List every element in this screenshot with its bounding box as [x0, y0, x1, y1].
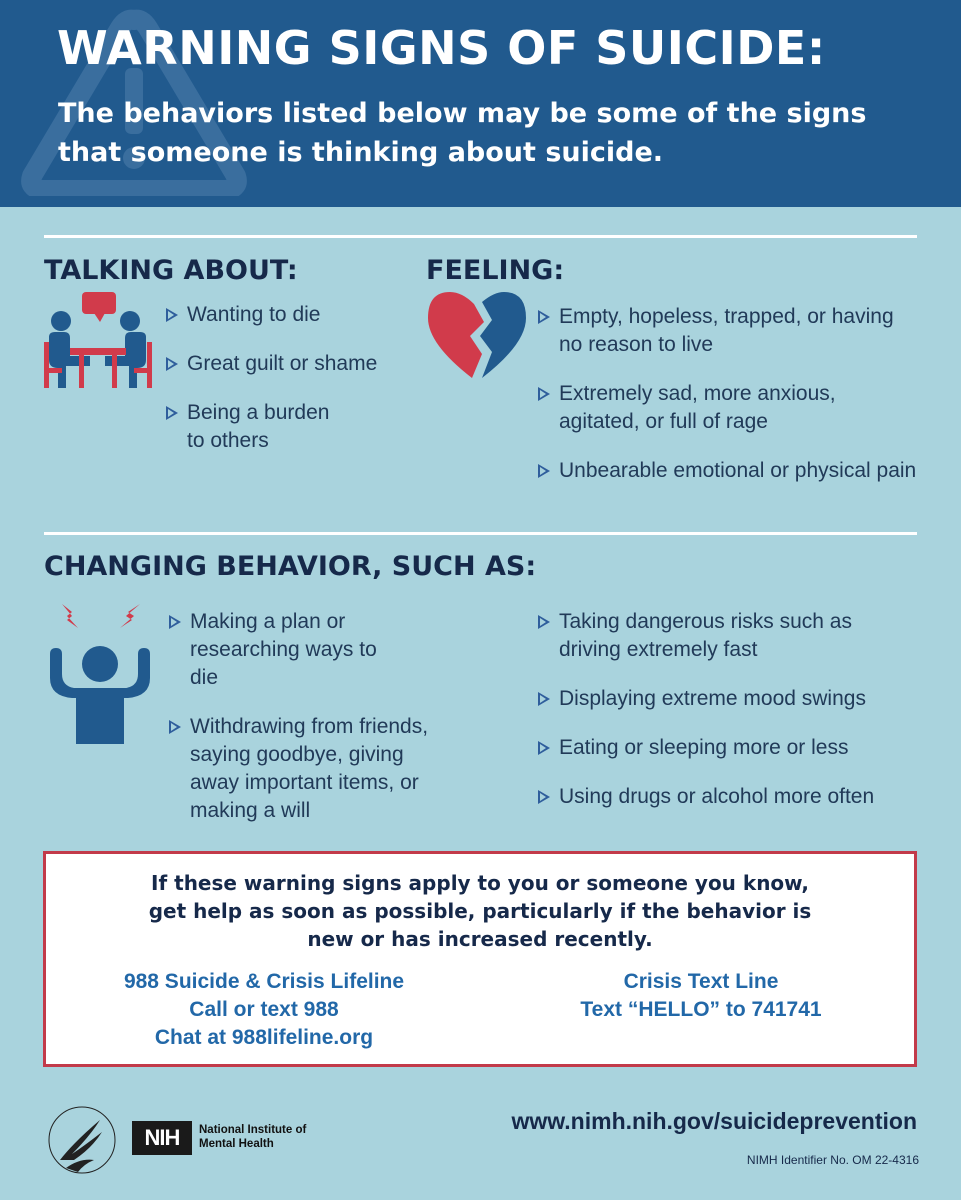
conversation-icon [44, 292, 152, 388]
identifier-text: NIMH Identifier No. OM 22-4316 [746, 1153, 919, 1167]
talking-list: Wanting to die Great guilt or shame Bein… [164, 301, 394, 455]
list-item: Eating or sleeping more or less [536, 734, 926, 762]
list-item: Wanting to die [164, 301, 394, 329]
lifeline-call[interactable]: Call or text 988 [189, 998, 339, 1021]
list-item: Using drugs or alcohol more often [536, 783, 926, 811]
textline-name: Crisis Text Line [623, 970, 779, 993]
help-message-text: If these warning signs apply to you or s… [148, 871, 812, 951]
lifeline-name: 988 Suicide & Crisis Lifeline [123, 970, 405, 993]
list-item: Great guilt or shame [164, 350, 394, 378]
textline-contact: Crisis Text Line Text “HELLO” to 741741 [551, 968, 851, 1024]
list-item: Taking dangerous risks such as driving e… [536, 608, 859, 664]
website-link[interactable]: www.nimh.nih.gov/suicideprevention [511, 1108, 917, 1134]
behavior-left-list: Making a plan or researching ways to die… [167, 608, 447, 825]
list-item: Empty, hopeless, trapped, or having no r… [536, 303, 899, 359]
divider [44, 532, 917, 535]
textline-text[interactable]: Text “HELLO” to 741741 [580, 998, 822, 1021]
nih-logo: NIH [132, 1121, 192, 1155]
distressed-person-icon [50, 604, 150, 744]
page-title: WARNING SIGNS OF SUICIDE: [57, 21, 826, 75]
feeling-list: Empty, hopeless, trapped, or having no r… [536, 303, 926, 485]
behavior-heading: CHANGING BEHAVIOR, SUCH AS: [44, 551, 537, 582]
list-item: Unbearable emotional or physical pain [536, 457, 926, 485]
warning-triangle-icon [21, 9, 247, 196]
feeling-heading: FEELING: [426, 255, 565, 286]
lifeline-chat-link[interactable]: Chat at 988lifeline.org [154, 1026, 374, 1049]
nih-name: National Institute of Mental Health [199, 1124, 307, 1150]
list-item: Withdrawing from friends, saying goodbye… [167, 713, 440, 825]
lifeline-contact: 988 Suicide & Crisis Lifeline Call or te… [94, 968, 434, 1052]
divider [44, 235, 917, 238]
talking-heading: TALKING ABOUT: [44, 255, 298, 286]
help-message: If these warning signs apply to you or s… [46, 869, 914, 953]
hhs-seal-icon [48, 1106, 116, 1174]
list-item: Making a plan or researching ways to die [167, 608, 410, 692]
list-item: Displaying extreme mood swings [536, 685, 926, 713]
behavior-right-list: Taking dangerous risks such as driving e… [536, 608, 926, 811]
list-item: Being a burden to others [164, 399, 337, 455]
list-item: Extremely sad, more anxious, agitated, o… [536, 380, 919, 436]
header-banner: WARNING SIGNS OF SUICIDE: The behaviors … [0, 0, 961, 207]
page-subtitle: The behaviors listed below may be some o… [58, 98, 867, 168]
broken-heart-icon [428, 292, 526, 378]
help-box: If these warning signs apply to you or s… [43, 851, 917, 1067]
